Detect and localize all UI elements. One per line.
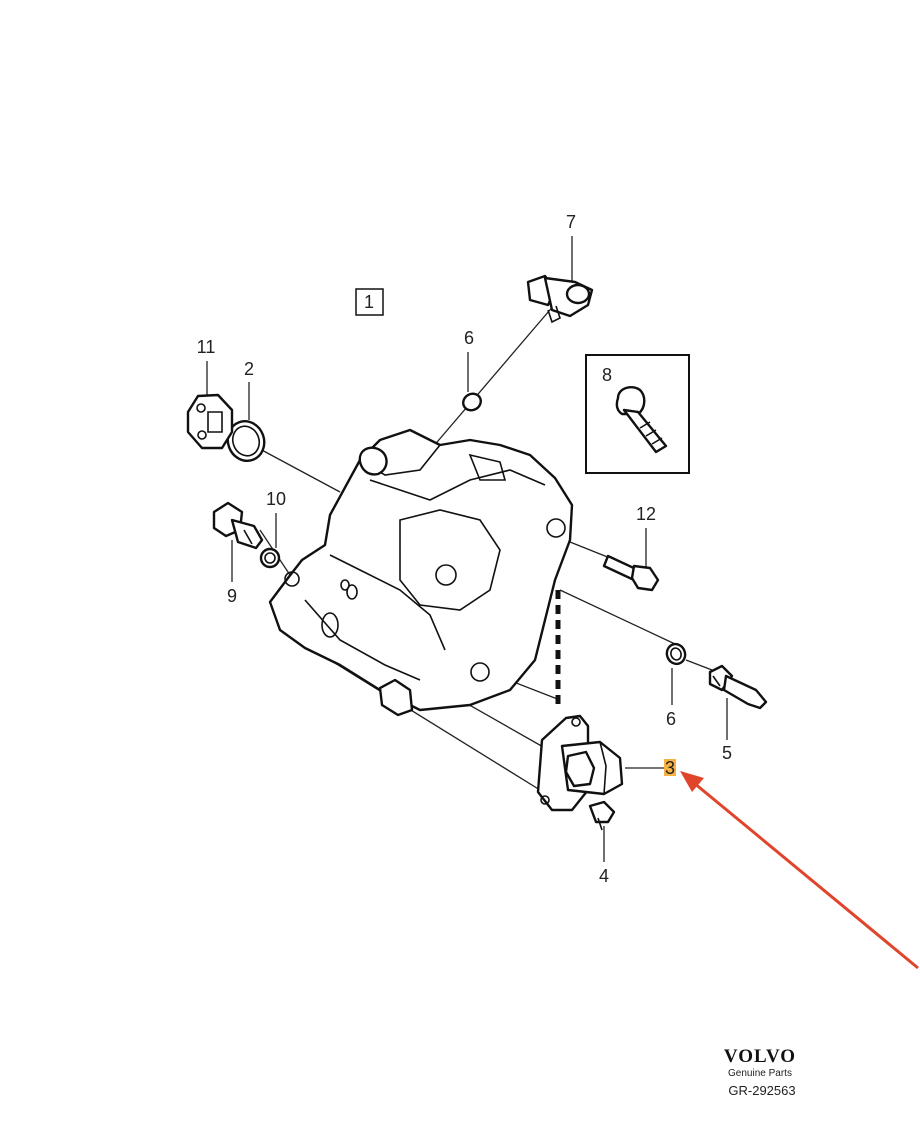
- label-11: 11: [197, 337, 216, 357]
- pump-body: [268, 428, 574, 717]
- label-12: 12: [636, 504, 656, 524]
- diagram-reference: GR-292563: [728, 1083, 795, 1098]
- seal-ring-10: [259, 547, 281, 569]
- label-3-highlighted: 3: [665, 758, 675, 778]
- seal-ring-6-top: [462, 392, 482, 412]
- bolt-12: [602, 554, 660, 592]
- label-box-1: [355, 288, 384, 316]
- label-6-top: 6: [464, 328, 474, 348]
- seal-ring-6-right: [665, 642, 687, 666]
- brand-tagline: Genuine Parts: [728, 1068, 792, 1079]
- label-8: 8: [602, 365, 612, 385]
- label-4: 4: [599, 866, 609, 886]
- fitting-7: [526, 274, 594, 324]
- label-5: 5: [722, 743, 732, 763]
- screw-4: [588, 800, 616, 831]
- sensor-9: [212, 501, 264, 550]
- brand-logo: VOLVO: [724, 1046, 796, 1067]
- valve-3: [536, 714, 624, 812]
- flange-11: [186, 393, 234, 450]
- label-10: 10: [266, 489, 286, 509]
- label-2: 2: [244, 359, 254, 379]
- connector-5: [708, 664, 768, 710]
- label-7: 7: [566, 212, 576, 232]
- label-9: 9: [227, 586, 237, 606]
- label-6-right: 6: [666, 709, 676, 729]
- highlight-box-3: [664, 759, 676, 776]
- part-labels: 1 7 6 11 2 10 9 8 12 6 5 4: [197, 212, 732, 886]
- red-arrow: [680, 771, 919, 970]
- bolt-8-box: [585, 354, 690, 474]
- label-1: 1: [364, 292, 374, 312]
